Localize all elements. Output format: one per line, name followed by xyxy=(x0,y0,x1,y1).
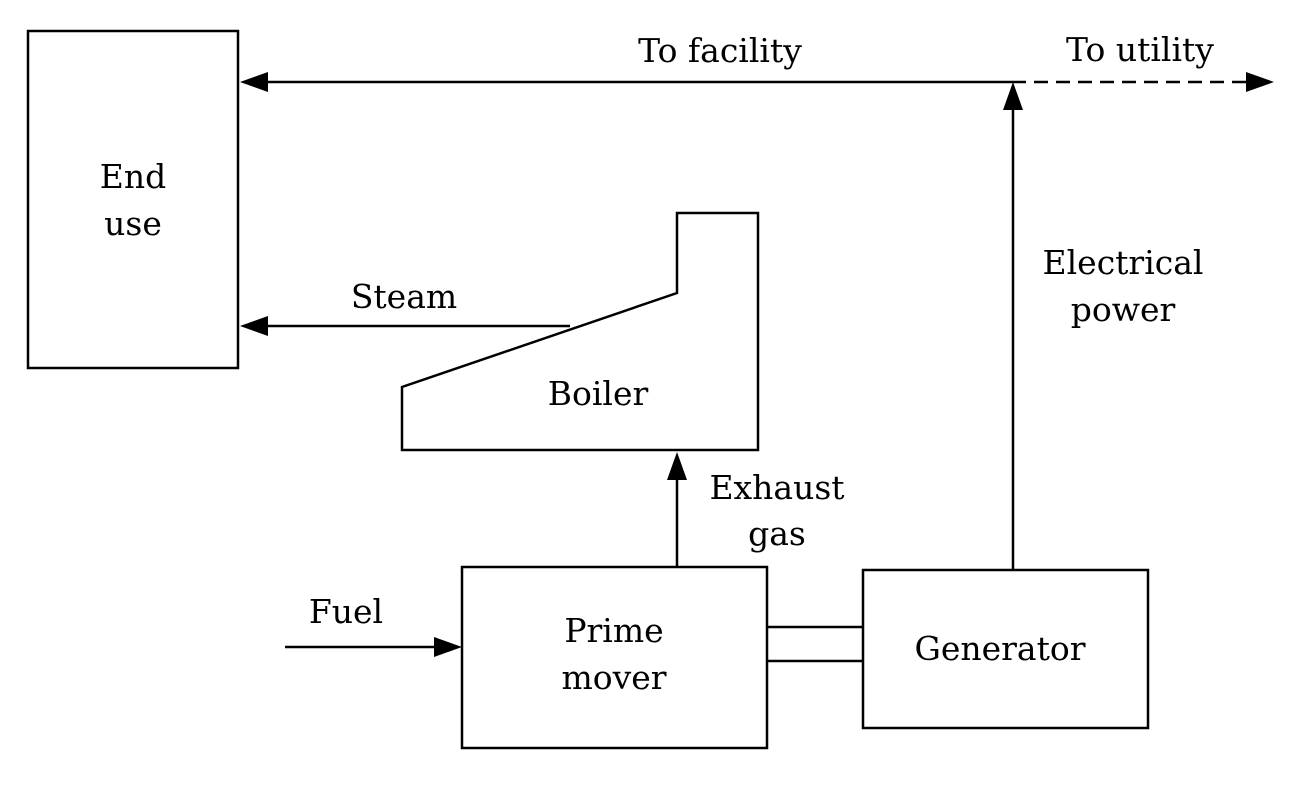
electrical-power-label-line1: Electrical xyxy=(1043,243,1204,282)
electrical-power-arrowhead xyxy=(1003,82,1023,110)
generator-node: Generator xyxy=(861,568,1150,730)
prime-mover-node: Prime mover xyxy=(460,565,769,750)
exhaust-gas-arrowhead xyxy=(667,452,687,480)
steam-arrowhead xyxy=(240,316,268,336)
exhaust-gas-flow: Exhaust gas xyxy=(667,452,845,567)
fuel-label: Fuel xyxy=(309,592,383,631)
end-use-label-line1: End xyxy=(100,157,166,196)
prime-mover-box xyxy=(460,565,769,750)
boiler-shape xyxy=(400,211,760,452)
to-facility-label: To facility xyxy=(638,31,802,70)
exhaust-gas-label-line1: Exhaust xyxy=(709,468,844,507)
generator-box xyxy=(861,568,1150,730)
boiler-label: Boiler xyxy=(548,374,649,413)
end-use-node: End use xyxy=(26,29,240,370)
exhaust-gas-label-line2: gas xyxy=(748,514,806,553)
end-use-box xyxy=(26,29,240,370)
shaft-coupling xyxy=(767,625,863,663)
to-utility-arrowhead xyxy=(1246,72,1274,92)
electrical-power-label-line2: power xyxy=(1071,290,1176,329)
prime-mover-label-line2: mover xyxy=(561,658,666,697)
steam-label: Steam xyxy=(351,277,457,316)
to-utility-label: To utility xyxy=(1066,30,1214,69)
prime-mover-label-line1: Prime xyxy=(564,611,663,650)
to-facility-arrowhead xyxy=(240,72,268,92)
steam-flow: Steam xyxy=(240,277,570,336)
electrical-power-flow: Electrical power xyxy=(1003,82,1203,570)
fuel-arrowhead xyxy=(434,637,462,657)
end-use-label-line2: use xyxy=(104,204,162,243)
power-distribution-line: To facility To utility xyxy=(240,30,1274,92)
generator-label: Generator xyxy=(914,629,1085,668)
boiler-node: Boiler xyxy=(400,211,760,452)
fuel-flow: Fuel xyxy=(285,592,462,657)
